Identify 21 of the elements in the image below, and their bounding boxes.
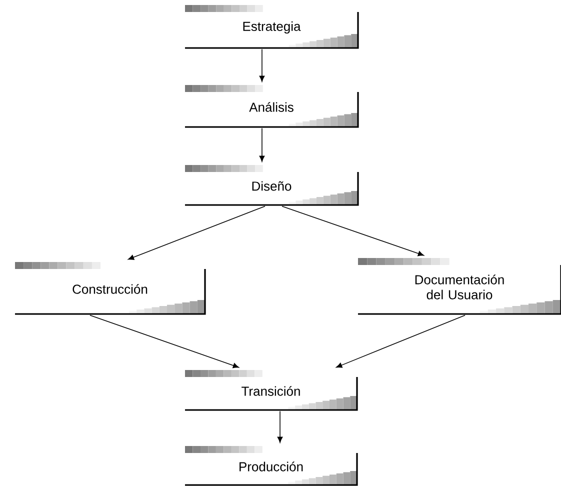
node-label: Análisis xyxy=(249,102,294,112)
node-label: Estrategia xyxy=(243,21,301,34)
arrow xyxy=(282,206,424,256)
stage-box: Diseño xyxy=(185,165,359,206)
arrow xyxy=(277,410,283,443)
stage-box: Transición xyxy=(185,370,358,411)
arrow xyxy=(336,314,466,368)
node-label: Diseño xyxy=(252,181,292,191)
stage-box: Producción xyxy=(185,446,358,486)
node-label: Producción xyxy=(240,462,303,472)
stage-box: Estrategia xyxy=(185,5,359,49)
stage-box: Construcción xyxy=(15,262,206,315)
arrow xyxy=(259,48,265,82)
arrow xyxy=(90,314,239,368)
node-label: Construcción xyxy=(72,284,148,294)
arrow xyxy=(259,128,265,162)
node-label: Documentación del Usuario xyxy=(415,274,504,300)
arrow xyxy=(128,206,266,260)
stage-box: Documentación del Usuario xyxy=(358,258,561,315)
node-label: Transición xyxy=(242,386,300,396)
stage-box: Análisis xyxy=(185,85,359,128)
